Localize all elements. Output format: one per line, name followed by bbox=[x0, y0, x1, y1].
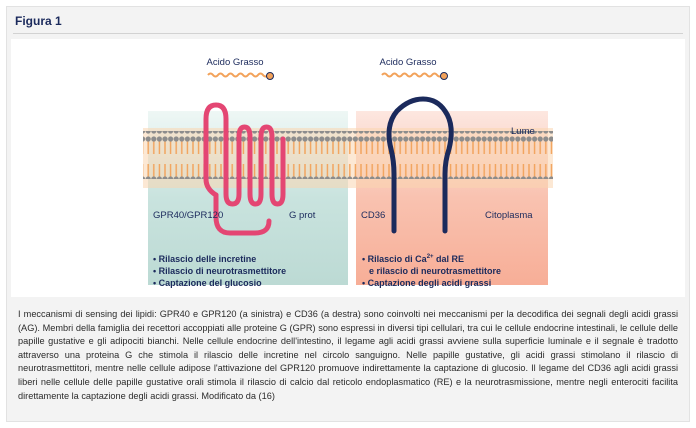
cd36-label: CD36 bbox=[361, 210, 385, 221]
gpcr-receptor-icon bbox=[203, 102, 286, 236]
lipid-bilayer bbox=[143, 131, 553, 179]
figure-illustration: Acido Grasso Acido Grasso Lume GPR40/GPR… bbox=[143, 57, 553, 288]
fatty-acid-chain-right bbox=[381, 72, 443, 78]
right-effects-list: • Rilascio di Ca2+ dal RE e rilascio di … bbox=[362, 254, 501, 288]
fatty-acid-head-right bbox=[440, 72, 448, 80]
lume-label: Lume bbox=[511, 126, 535, 137]
left-bullet-3: • Captazione del glucosio bbox=[153, 278, 262, 288]
cd36-hairpin-icon bbox=[386, 96, 454, 234]
gprot-label: G prot bbox=[289, 210, 316, 221]
figure-caption: I meccanismi di sensing dei lipidi: GPR4… bbox=[18, 309, 678, 401]
right-bullet-1: • Rilascio di Ca2+ dal RE bbox=[362, 254, 464, 264]
right-bullet-2: • Captazione degli acidi grassi bbox=[362, 278, 491, 288]
ligand-label-right: Acido Grasso bbox=[379, 57, 436, 68]
figure-panel: Acido Grasso Acido Grasso Lume GPR40/GPR… bbox=[11, 39, 685, 297]
right-bullet-1-cont: e rilascio di neurotrasmettitore bbox=[369, 266, 501, 276]
cytoplasm-label: Citoplasma bbox=[485, 210, 533, 221]
left-bullet-1: • Rilascio delle incretine bbox=[153, 254, 256, 264]
fatty-acid-head-left bbox=[266, 72, 274, 80]
gpr-label: GPR40/GPR120 bbox=[153, 210, 223, 221]
left-effects-list: • Rilascio delle incretine • Rilascio di… bbox=[153, 254, 286, 288]
fatty-acid-chain-left bbox=[207, 72, 269, 78]
ligand-label-left: Acido Grasso bbox=[206, 57, 263, 68]
left-bullet-2: • Rilascio di neurotrasmettitore bbox=[153, 266, 286, 276]
title-divider bbox=[13, 33, 683, 34]
figure-title: Figura 1 bbox=[15, 14, 62, 28]
